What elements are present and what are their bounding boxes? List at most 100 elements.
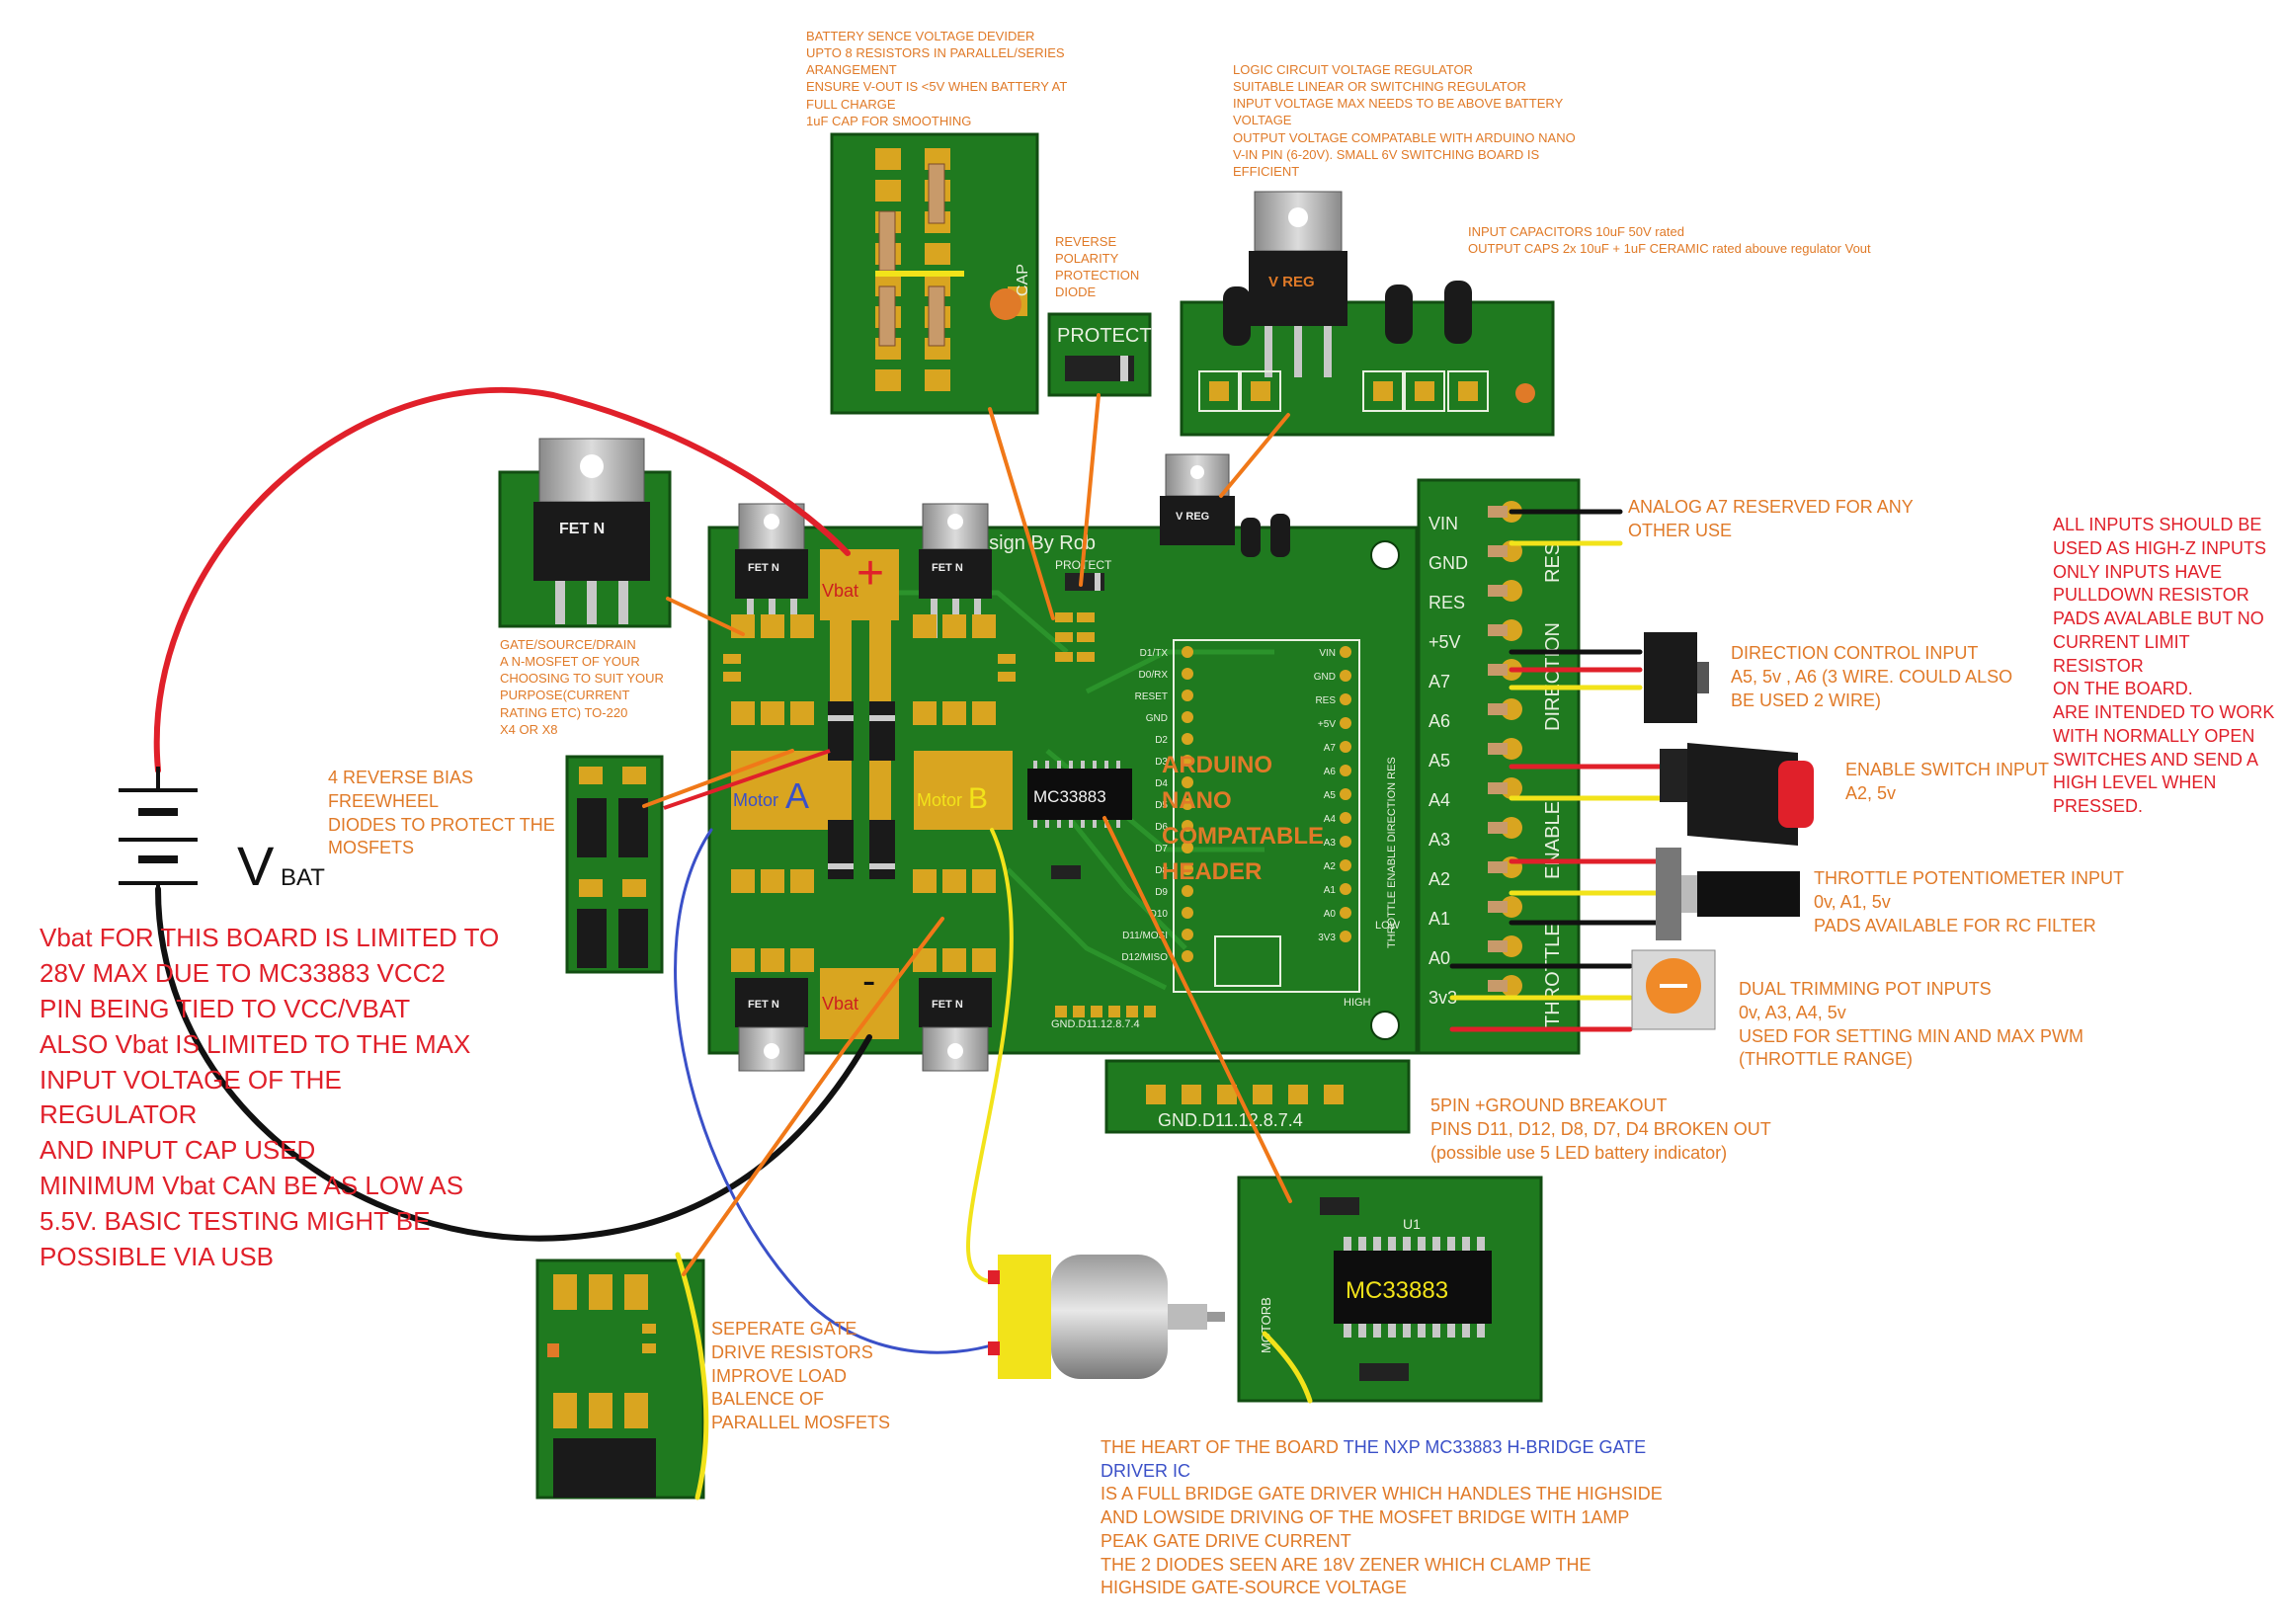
design-silk: esign By Rob [978, 532, 1096, 554]
nano-right-pin-label: A7 [1324, 743, 1337, 754]
nano-pad [1340, 741, 1351, 753]
nano-pad [1340, 883, 1351, 895]
heart-of-board-note: THE HEART OF THE BOARD THE NXP MC33883 H… [1101, 1413, 1693, 1624]
nano-left-pin-label: D0/RX [1139, 670, 1169, 681]
pulldown-resistor [1488, 861, 1508, 873]
nano-vertical-label: THROTTLE ENABLE DIRECTION RES [1386, 757, 1398, 948]
header-pin-label: A4 [1428, 790, 1450, 810]
nano-left-pin-label: D5 [1155, 800, 1168, 811]
gate-drive-pcb [535, 1259, 705, 1500]
nano-left-pin-label: D12/MISO [1121, 952, 1168, 963]
vbat-minus-label: Vbat [822, 994, 858, 1014]
chip-pin [1403, 1324, 1411, 1338]
svg-text:GND.D11.12.8.7.4: GND.D11.12.8.7.4 [1158, 1110, 1303, 1130]
heart-note-chip: THE NXP MC33883 H-BRIDGE GATE DRIVER IC [1101, 1436, 1647, 1481]
protect-pcb: PROTECT [1047, 312, 1152, 397]
pulldown-resistor [1488, 743, 1508, 755]
nano-pad [1182, 820, 1193, 832]
nano-footprint: D1/TXD0/RXRESETGNDD2D3D4D5D6D7D8D9D10D11… [1121, 639, 1398, 993]
nano-left-pin-label: D8 [1155, 865, 1168, 876]
voltage-regulator-small: V REG [1160, 453, 1290, 557]
header-pin-label: A0 [1428, 948, 1450, 968]
dual-trim-note: DUAL TRIMMING POT INPUTS 0v, A3, A4, 5v … [1739, 979, 2084, 1070]
arduino-label-line: COMPATABLE [1162, 823, 1324, 850]
nano-left-pin-label: GND [1146, 713, 1168, 724]
pulldown-resistor [1488, 664, 1508, 676]
pulldown-resistor [1488, 506, 1508, 518]
pulldown-resistor [1488, 822, 1508, 834]
chip-pin [1344, 1324, 1351, 1338]
chip-pin [1418, 1324, 1426, 1338]
svg-text:FET N: FET N [932, 999, 963, 1011]
nano-left-pin-label: RESET [1135, 691, 1168, 702]
enable-push-button [1660, 743, 1814, 846]
chip-pin [1388, 1324, 1396, 1338]
svg-text:MC33883: MC33883 [1033, 787, 1106, 806]
nano-right-pin-label: A0 [1324, 909, 1337, 920]
chip-pin [1447, 1237, 1455, 1251]
high-silk: HIGH [1344, 997, 1371, 1009]
chip-pin [1418, 1237, 1426, 1251]
chip-pin [1477, 1237, 1485, 1251]
header-pin-label: VIN [1428, 514, 1458, 533]
header-pin-label: A1 [1428, 909, 1450, 929]
svg-text:U1: U1 [1403, 1216, 1421, 1232]
chip-pin [1403, 1237, 1411, 1251]
battery-sub-label: BAT [281, 864, 325, 891]
nano-left-pin-label: D11/MOSI [1122, 931, 1168, 941]
input-caps-note: INPUT CAPACITORS 10uF 50V rated OUTPUT C… [1468, 224, 1871, 257]
inputs-highz-note: ALL INPUTS SHOULD BE USED AS HIGH-Z INPU… [2053, 515, 2275, 816]
nano-pad [1182, 950, 1193, 962]
enable-note: ENABLE SWITCH INPUT A2, 5v [1845, 760, 2050, 803]
svg-text:FET N: FET N [748, 999, 779, 1011]
yellow-wire-gate [675, 1252, 709, 1501]
cap-silk: CAP [1015, 264, 1031, 296]
nano-pad [1340, 765, 1351, 776]
mc33883-chip: MC33883 [1027, 761, 1132, 828]
nano-right-pin-label: +5V [1318, 719, 1336, 730]
nano-right-pin-label: GND [1314, 672, 1336, 683]
output-cap [1444, 281, 1472, 344]
nano-pad [1182, 711, 1193, 723]
nano-pad [1340, 693, 1351, 705]
chip-pin [1447, 1324, 1455, 1338]
gate-source-note: GATE/SOURCE/DRAIN A N-MOSFET OF YOUR CHO… [500, 637, 664, 737]
pulldown-resistor [1488, 980, 1508, 992]
chip-pin [1373, 1324, 1381, 1338]
arduino-label-line: ARDUINO [1162, 752, 1272, 778]
nano-right-pin-label: A6 [1324, 767, 1337, 777]
nano-pad [1340, 646, 1351, 658]
motor-a-letter: A [785, 775, 809, 816]
nano-right-pin-label: A4 [1324, 814, 1337, 825]
chip-pin [1373, 1237, 1381, 1251]
nano-pad [1182, 668, 1193, 680]
nano-right-pin-label: A3 [1324, 838, 1337, 849]
smoothing-cap [990, 288, 1021, 320]
nano-pad [1182, 733, 1193, 745]
header-pin-label: GND [1428, 553, 1468, 573]
nano-pad [1340, 859, 1351, 871]
nano-left-pin-label: D1/TX [1140, 648, 1169, 659]
throttle-note: THROTTLE POTENTIOMETER INPUT 0v, A1, 5v … [1814, 868, 2125, 935]
header-pin-label: RES [1428, 593, 1465, 612]
dc-motor [988, 1255, 1225, 1379]
battery-sense-pcb: CAP [830, 132, 1039, 415]
pulldown-resistor [1488, 901, 1508, 913]
pulldown-resistor [1488, 703, 1508, 715]
pulldown-resistor [1488, 940, 1508, 952]
chip-pin [1462, 1324, 1470, 1338]
leader-lines [642, 393, 1292, 1276]
header-vertical-label: DIRECTION [1542, 622, 1564, 731]
input-cap [1223, 286, 1251, 346]
pulldown-resistor [1488, 624, 1508, 636]
chip-pin [1462, 1237, 1470, 1251]
nano-pad [1182, 646, 1193, 658]
chip-pin [1344, 1237, 1351, 1251]
vbat-plus-label: Vbat [822, 581, 858, 601]
heart-note-body: IS A FULL BRIDGE GATE DRIVER WHICH HANDL… [1101, 1484, 1663, 1598]
vreg-pcb: V REG [1180, 191, 1555, 437]
chip-pin [1432, 1324, 1440, 1338]
nano-right-pin-label: A2 [1324, 861, 1337, 872]
header-pin-label: A5 [1428, 751, 1450, 771]
